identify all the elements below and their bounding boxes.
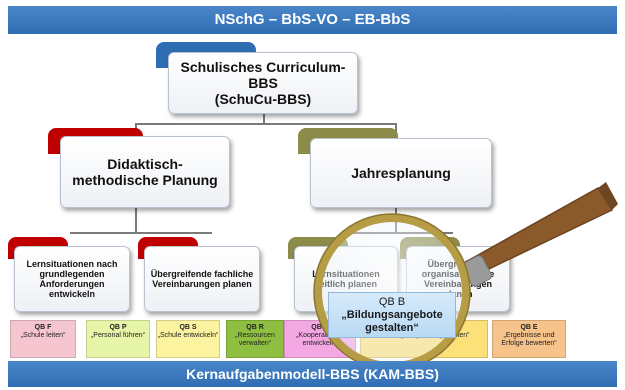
- connector-root-vertical: [263, 114, 265, 124]
- qb-code: QB P: [109, 324, 127, 331]
- qb-item: QB E„Ergebnisse und Erfolge bewerten“: [492, 320, 566, 358]
- root-subtitle: (SchuCu-BBS): [214, 91, 312, 107]
- qb-item: QB P„Personal führen“: [86, 320, 150, 358]
- qb-name: „Ergebnisse und Erfolge bewerten“: [501, 332, 557, 348]
- left-child-2-text: Übergreifende fachliche Vereinbarungen p…: [150, 269, 254, 289]
- connector-right-horizontal: [343, 232, 453, 234]
- right-branch-node: Jahresplanung: [310, 138, 492, 208]
- right-branch-title: Jahresplanung: [351, 165, 451, 181]
- qb-code: QB F: [34, 324, 52, 331]
- qb-item: QB R„Ressourcen verwalten“: [226, 320, 284, 358]
- left-child-2-node: Übergreifende fachliche Vereinbarungen p…: [144, 246, 260, 312]
- qb-name: „Schule entwickeln“: [157, 332, 219, 340]
- qb-item: QB S„Schule entwickeln“: [156, 320, 220, 358]
- root-title: Schulisches Curriculum-BBS: [180, 59, 346, 91]
- qb-name: „Personal führen“: [90, 332, 146, 340]
- qb-code: QB R: [246, 324, 264, 331]
- connector-left-down: [135, 208, 137, 234]
- legal-basis-header: NSchG – BbS-VO – EB-BbS: [8, 6, 617, 34]
- root-node: Schulisches Curriculum-BBS (SchuCu-BBS): [168, 52, 358, 114]
- left-child-1-text: Lernsituationen nach grundlegenden Anfor…: [26, 259, 118, 299]
- connector-right-down: [395, 208, 397, 234]
- qb-name: „Ressourcen verwalten“: [235, 332, 275, 348]
- left-child-1-node: Lernsituationen nach grundlegenden Anfor…: [14, 246, 130, 312]
- magnified-qb-b: QB B „Bildungsangebote gestalten“: [328, 292, 456, 338]
- left-branch-node: Didaktisch-methodische Planung: [60, 136, 230, 208]
- qb-code: QB S: [179, 324, 197, 331]
- right-child-1-text: Lernsituationen zeitlich planen: [312, 269, 380, 289]
- connector-right-vertical: [395, 123, 397, 135]
- connector-left-horizontal: [70, 232, 212, 234]
- magnified-qb-name: „Bildungsangebote gestalten“: [341, 309, 443, 335]
- qb-item: QB F„Schule leiten“: [10, 320, 76, 358]
- qb-name: „Schule leiten“: [20, 332, 66, 340]
- left-branch-title: Didaktisch-methodische Planung: [72, 156, 218, 188]
- qb-code: QB E: [520, 324, 538, 331]
- magnified-qb-code: QB B: [378, 296, 406, 308]
- kam-bbs-footer: Kernaufgabenmodell-BBS (KAM-BBS): [8, 361, 617, 387]
- connector-level1-horizontal: [135, 123, 397, 125]
